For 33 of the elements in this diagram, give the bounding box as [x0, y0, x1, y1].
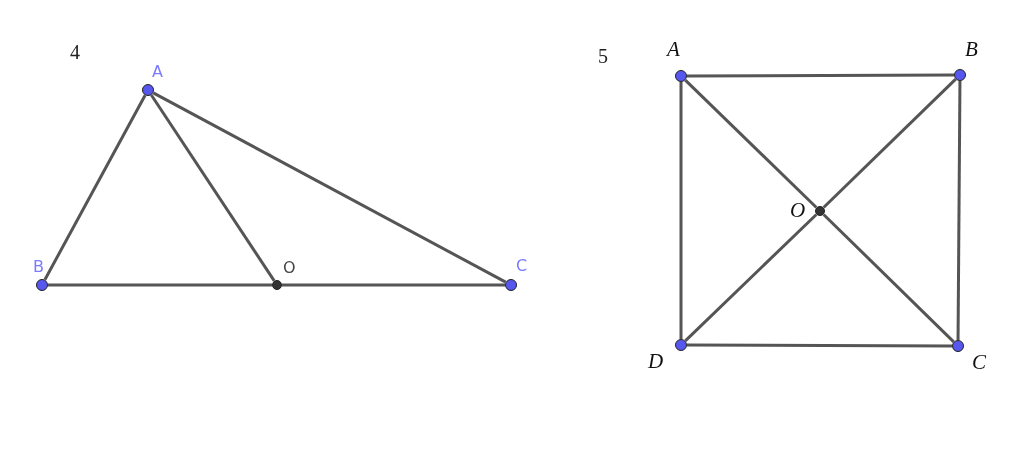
line-segment: [43, 94, 147, 281]
point-marker: [142, 84, 154, 96]
line-segment: [679, 82, 683, 339]
line-segment: [152, 91, 507, 284]
line-segment: [282, 283, 505, 287]
point-marker: [954, 69, 966, 81]
point-label: C: [972, 352, 986, 373]
line-segment: [822, 78, 957, 209]
point-label: O: [790, 200, 806, 221]
line-segment: [822, 213, 955, 343]
figure-number: 4: [70, 42, 80, 62]
point-marker: [952, 340, 964, 352]
point-label: A: [152, 64, 163, 80]
line-segment: [956, 81, 962, 340]
line-segment: [684, 79, 818, 209]
point-marker: [36, 279, 48, 291]
point-label: C: [516, 258, 528, 274]
line-segment: [687, 343, 952, 348]
line-segment: [684, 213, 818, 342]
point-label: O: [283, 260, 296, 276]
point-label: B: [33, 259, 44, 275]
point-label: D: [648, 351, 664, 372]
point-label: A: [667, 39, 680, 60]
figure-number: 5: [598, 46, 608, 66]
line-segment: [150, 94, 276, 282]
point-marker: [815, 206, 825, 216]
point-marker: [675, 70, 687, 82]
point-label: B: [965, 39, 978, 60]
point-marker: [675, 339, 687, 351]
point-marker: [272, 280, 282, 290]
line-segment: [687, 73, 954, 78]
point-marker: [505, 279, 517, 291]
line-segment: [48, 283, 272, 287]
